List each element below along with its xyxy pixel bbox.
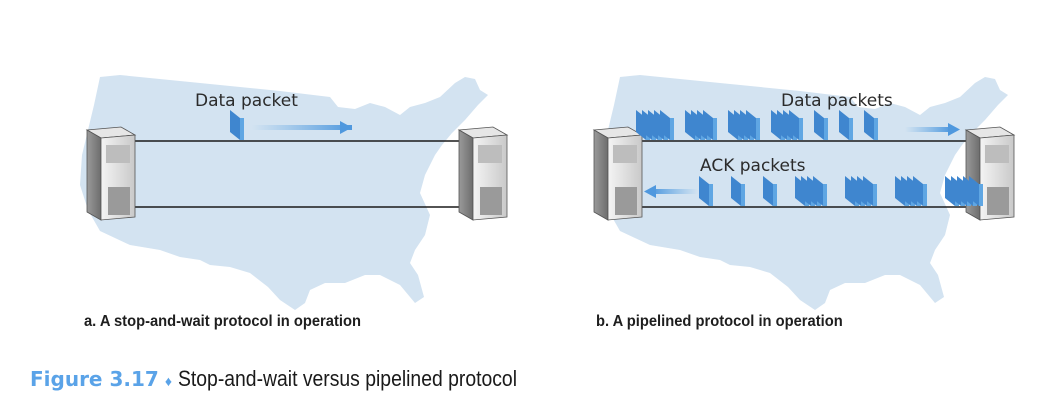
packet-face [756,118,760,140]
packet-icon [746,110,756,140]
packet-icon [969,176,979,206]
packet-face [709,184,713,206]
packet-face [873,184,877,206]
server-receiver-a [457,126,509,221]
packet-icon [839,110,849,140]
panel-b: Data packets ACK packets [592,75,1016,310]
packet-icon [763,176,773,206]
packet-icon [913,176,923,206]
figure-caption: Figure 3.17 ♦ Stop-and-wait versus pipelin… [30,366,563,392]
packet-face [874,118,878,140]
packet-face [979,184,983,206]
arrow-right-a [252,125,352,130]
packets-a [230,110,244,140]
label-data-packets: Data packets [781,91,893,111]
packet-icon [660,110,670,140]
packet-face [741,184,745,206]
packet-face [824,118,828,140]
panel-a: Data packet [80,75,509,310]
packet-face [773,184,777,206]
packet-face [670,118,674,140]
server-sender-b [592,126,644,221]
packet-face [923,184,927,206]
packet-icon [230,110,240,140]
arrow-head-left-b [644,185,656,198]
packet-face [799,118,803,140]
packet-face [849,118,853,140]
arrow-right-b [905,127,951,132]
caption-a: a. A stop-and-wait protocol in operation [84,313,361,330]
packet-icon [813,176,823,206]
packet-icon [864,110,874,140]
data-packets-b [636,110,878,140]
figure-title: Stop-and-wait versus pipelined protocol [177,366,517,391]
packet-icon [731,176,741,206]
server-receiver-b [964,126,1016,221]
packet-icon [703,110,713,140]
diagram-canvas: Data packet Data packets ACK packets [80,75,1016,310]
label-ack-packets: ACK packets [700,156,806,176]
packet-face [240,118,244,140]
ack-packets-b [699,176,983,206]
packet-icon [789,110,799,140]
packet-icon [863,176,873,206]
packet-face [713,118,717,140]
diamond-separator-icon: ♦ [164,373,172,389]
figure-number: Figure 3.17 [30,367,159,391]
packet-icon [814,110,824,140]
packet-face [823,184,827,206]
caption-b: b. A pipelined protocol in operation [596,313,843,330]
arrow-head-right-a [340,121,352,134]
packet-icon [699,176,709,206]
arrow-head-right-b [948,123,960,136]
server-sender-a [85,126,137,221]
arrow-left-b [652,189,698,194]
label-data-packet: Data packet [195,91,298,111]
